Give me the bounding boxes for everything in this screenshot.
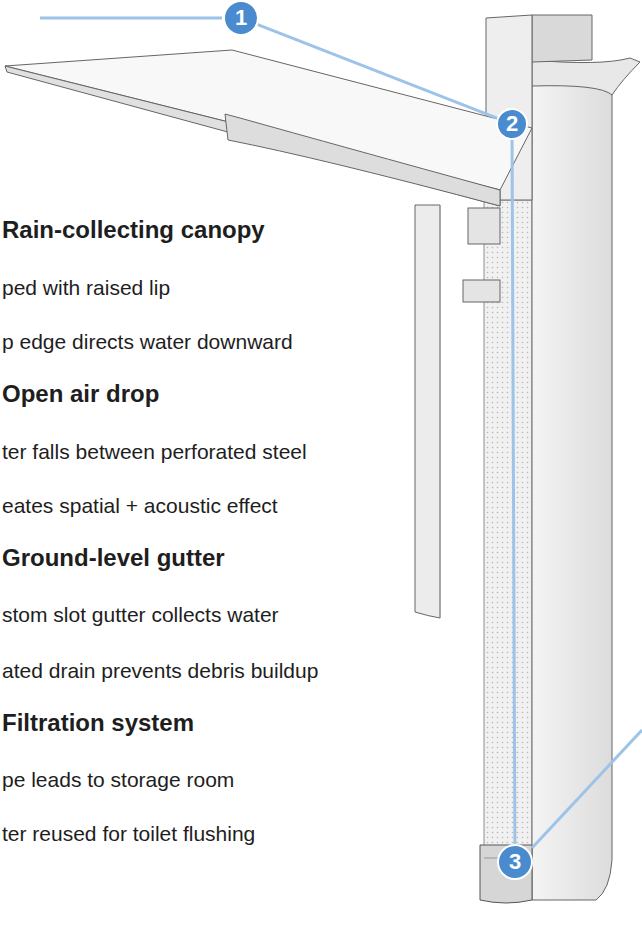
bracket: [468, 208, 500, 244]
canopy-edge: [5, 66, 500, 206]
feature-text: ter reused for toilet flushing: [2, 823, 255, 844]
callout-circle: 2: [496, 108, 528, 140]
leader-line: [532, 730, 642, 848]
section-heading: Ground-level gutter: [2, 546, 225, 570]
feature-text: p edge directs water downward: [2, 331, 293, 352]
top-cap: [532, 15, 592, 62]
callout-circle: 1: [223, 0, 259, 36]
leader-line: [258, 25, 497, 119]
slot-gutter: [480, 845, 532, 903]
callout-number: 1: [235, 7, 247, 29]
leader-line: [512, 140, 515, 844]
feature-text: ter falls between perforated steel: [2, 441, 307, 462]
bracket: [463, 280, 500, 302]
perforated-panel: [415, 205, 440, 618]
feature-text: pe leads to storage room: [2, 769, 234, 790]
raised-lip: [225, 114, 500, 206]
leader-line: [40, 17, 222, 20]
section-heading: Open air drop: [2, 382, 159, 406]
callout-number: 2: [506, 113, 518, 135]
callout-circle: 3: [497, 844, 533, 880]
feature-text: ated drain prevents debris buildup: [2, 660, 318, 681]
callout-number: 3: [509, 851, 521, 873]
feature-text: stom slot gutter collects water: [2, 604, 279, 625]
feature-text: eates spatial + acoustic effect: [2, 495, 278, 516]
canopy-top: [5, 50, 532, 190]
section-heading: Rain-collecting canopy: [2, 218, 265, 242]
section-heading: Filtration system: [2, 711, 194, 735]
slab-top: [532, 58, 640, 95]
feature-text: ped with raised lip: [2, 277, 170, 298]
